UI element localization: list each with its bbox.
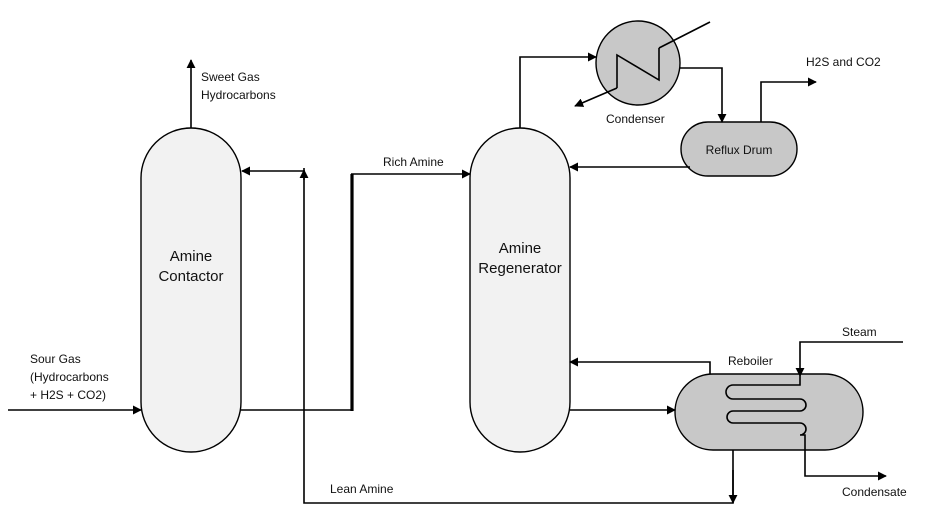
sour-gas-label-line2: (Hydrocarbons bbox=[30, 370, 109, 384]
condensate-label: Condensate bbox=[842, 485, 907, 499]
steam-label: Steam bbox=[842, 325, 877, 339]
amine-contactor-vessel bbox=[140, 127, 242, 453]
amine-contactor-label-line2: Contactor bbox=[158, 268, 223, 285]
condenser-label: Condenser bbox=[606, 112, 665, 126]
rich-amine-label: Rich Amine bbox=[383, 155, 444, 169]
lean-amine-label: Lean Amine bbox=[330, 482, 394, 496]
sour-gas-label-line3: + H2S + CO2) bbox=[30, 388, 106, 402]
reboiler-label: Reboiler bbox=[728, 354, 773, 368]
reflux-drum-vessel bbox=[680, 121, 798, 177]
amine-regenerator-vessel bbox=[469, 127, 571, 453]
reflux-drum-label: Reflux Drum bbox=[706, 143, 773, 157]
sweet-gas-label-line1: Sweet Gas bbox=[201, 70, 260, 84]
overhead-vapor-line bbox=[519, 52, 597, 128]
reboiler-vapor-return-line bbox=[569, 357, 711, 374]
amine-contactor-label-line1: Amine bbox=[170, 248, 213, 265]
condensate-to-drum-line bbox=[680, 67, 727, 123]
acid-gas-outlet-arrow bbox=[760, 77, 817, 122]
reboiler-tube-bundle-icon bbox=[725, 376, 807, 450]
coolant-inlet-line bbox=[658, 21, 711, 49]
sour-gas-label-line1: Sour Gas bbox=[30, 352, 81, 366]
amine-regenerator-label-line2: Regenerator bbox=[478, 260, 561, 277]
condenser-coil-icon bbox=[616, 48, 660, 88]
coolant-outlet-line bbox=[574, 87, 618, 107]
steam-inlet-line bbox=[795, 341, 903, 377]
condensate-outlet-arrow bbox=[804, 450, 887, 481]
sweet-gas-label-line2: Hydrocarbons bbox=[201, 88, 276, 102]
amine-regenerator-label-line1: Amine bbox=[499, 240, 542, 257]
acid-gas-label: H2S and CO2 bbox=[806, 55, 881, 69]
